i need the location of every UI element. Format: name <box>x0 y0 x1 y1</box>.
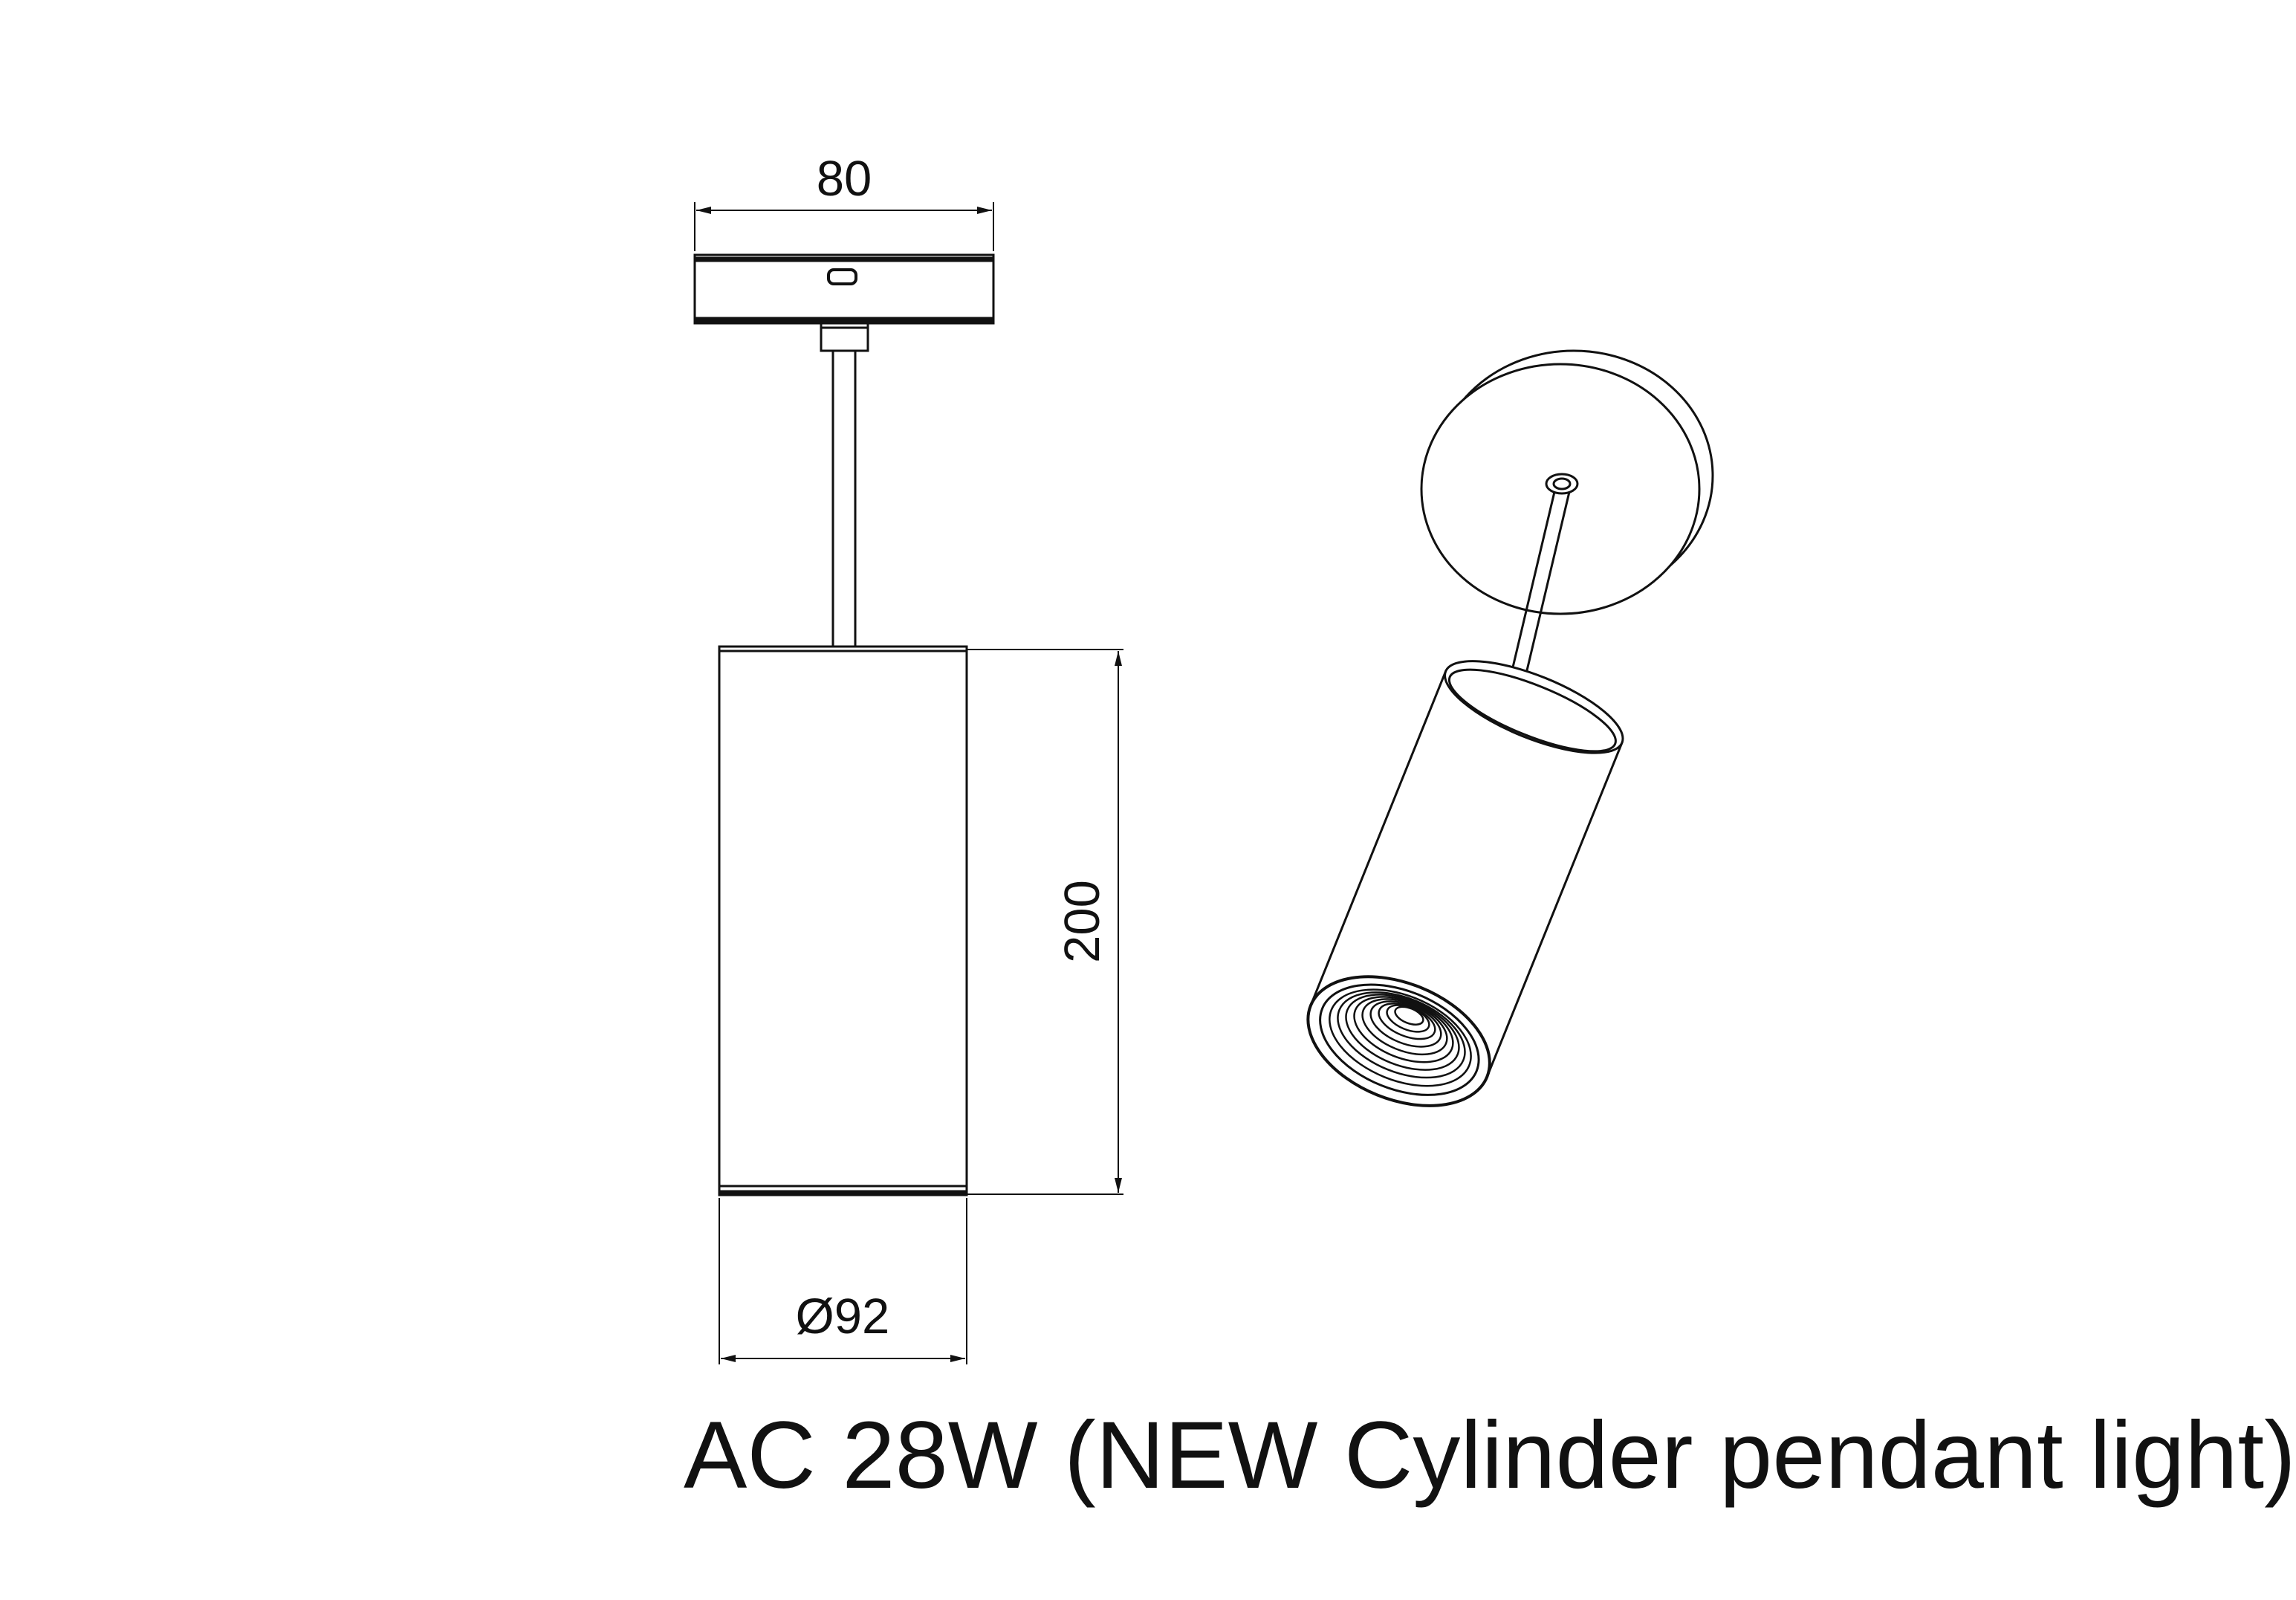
dimension-body-height <box>967 649 1123 1195</box>
reflector-rings <box>1329 988 1472 1087</box>
product-caption: AC 28W (NEW Cylinder pendant light) <box>684 1402 2296 1509</box>
body-height-label: 200 <box>1054 880 1110 963</box>
dimension-body-diameter <box>719 1198 967 1364</box>
cylinder-body <box>718 645 968 1196</box>
suspension-rod <box>820 322 869 647</box>
dimension-mount-width <box>694 202 994 251</box>
body-diameter-label: Ø92 <box>796 1289 890 1344</box>
front-elevation-view <box>693 202 1123 1364</box>
perspective-rod <box>1504 491 1571 699</box>
ceiling-canopy <box>1420 349 1714 615</box>
perspective-cylinder <box>1306 660 1624 1107</box>
mount-adapter <box>693 253 995 325</box>
mount-width-label: 80 <box>817 151 872 207</box>
perspective-view <box>1306 349 1714 1107</box>
